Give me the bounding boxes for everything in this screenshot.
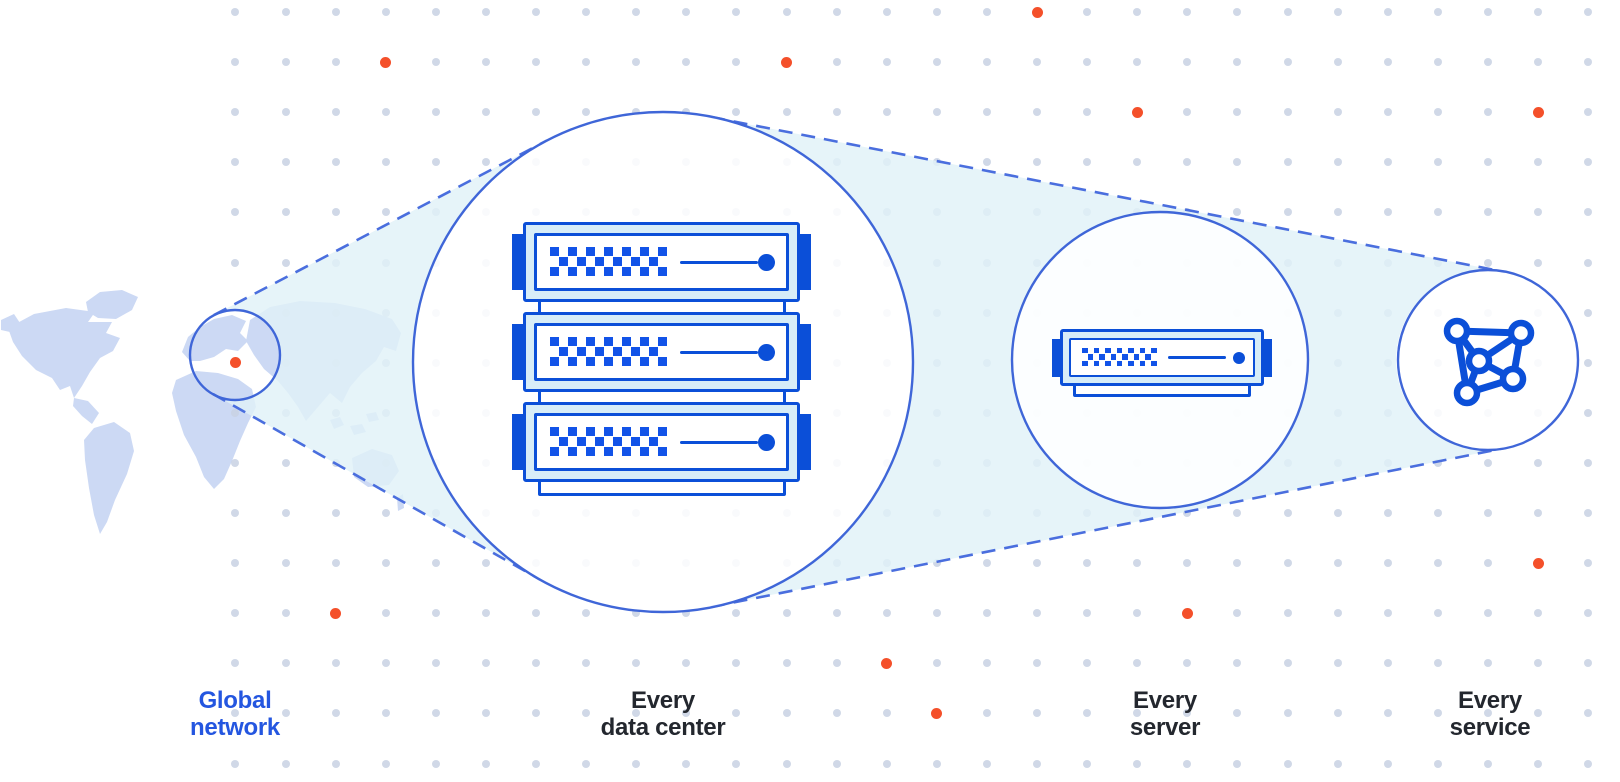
label-line: network xyxy=(190,714,280,741)
label-line: Every xyxy=(631,687,695,714)
server-front-panel xyxy=(534,413,789,471)
label-line: Every xyxy=(1133,687,1197,714)
server-slot-line xyxy=(680,350,759,354)
server-rack-unit-1-icon xyxy=(512,222,811,302)
server-vent-dots xyxy=(550,427,667,457)
map-location-circle xyxy=(188,308,282,402)
label-every-service: Every service xyxy=(1380,687,1600,741)
server-slot-line xyxy=(680,260,759,264)
server-slot-line xyxy=(1167,356,1226,359)
label-line: service xyxy=(1449,714,1531,741)
server-front-panel xyxy=(534,233,789,291)
server-led xyxy=(758,343,775,361)
label-global-network: Global network xyxy=(125,687,345,741)
server-rack-unit-3-icon xyxy=(512,402,811,482)
server-front-panel xyxy=(1069,338,1255,377)
server-vent-dots xyxy=(1082,347,1157,368)
single-server-icon xyxy=(1052,329,1272,386)
rack-ear-left xyxy=(512,234,525,290)
zoom-cone-map-to-datacenter xyxy=(213,140,547,580)
rack-ear-right xyxy=(798,414,811,470)
label-every-data-center: Every data center xyxy=(553,687,773,741)
rack-ear-left xyxy=(512,324,525,380)
rack-ear-left xyxy=(1052,338,1062,377)
label-line: data center xyxy=(600,714,726,741)
server-rack-unit-2-icon xyxy=(512,312,811,392)
label-line: Every xyxy=(1458,687,1522,714)
rack-ear-left xyxy=(512,414,525,470)
label-line: server xyxy=(1129,714,1201,741)
server-led xyxy=(758,433,775,451)
server-led xyxy=(1233,351,1245,364)
mesh-network-icon xyxy=(1443,317,1535,407)
server-vent-dots xyxy=(550,337,667,367)
rack-ear-right xyxy=(798,234,811,290)
rack-ear-right xyxy=(798,324,811,380)
server-vent-dots xyxy=(550,247,667,277)
zoom-dashed-lines xyxy=(212,115,1506,609)
label-line: Global xyxy=(198,687,272,714)
server-slot-line xyxy=(680,440,759,444)
rack-ear-right xyxy=(1262,338,1272,377)
label-every-server: Every server xyxy=(1055,687,1275,741)
server-led xyxy=(758,253,775,271)
server-front-panel xyxy=(534,323,789,381)
